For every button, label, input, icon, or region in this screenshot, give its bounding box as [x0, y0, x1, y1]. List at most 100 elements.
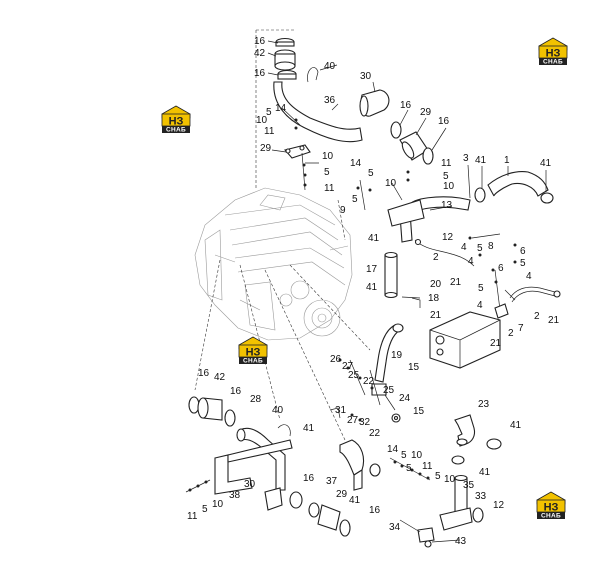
top-hose-assembly — [273, 37, 434, 211]
brand-logo-left: НЗ СНАБ — [161, 105, 191, 134]
brand-word-text: СНАБ — [166, 127, 186, 134]
callout-16: 16 — [369, 505, 381, 516]
callout-42: 42 — [254, 48, 266, 59]
callout-28: 28 — [250, 394, 262, 405]
callout-17: 17 — [366, 264, 378, 275]
callout-3: 3 — [463, 153, 469, 164]
callout-16: 16 — [303, 473, 315, 484]
callout-4: 4 — [477, 300, 483, 311]
callout-10: 10 — [256, 115, 268, 126]
lower-middle-assembly — [329, 358, 401, 423]
callout-5: 5 — [352, 194, 358, 205]
callout-4: 4 — [468, 256, 474, 267]
callout-40: 40 — [324, 61, 336, 72]
brand-mark-text: НЗ — [169, 116, 184, 128]
callout-34: 34 — [389, 522, 401, 533]
brand-mark-text: НЗ — [246, 347, 261, 359]
callout-16: 16 — [438, 116, 450, 127]
callout-31: 31 — [335, 405, 347, 416]
callout-15: 15 — [408, 362, 420, 373]
callout-29: 29 — [336, 489, 348, 500]
callout-16: 16 — [198, 368, 210, 379]
callout-30: 30 — [360, 71, 372, 82]
callout-4: 4 — [526, 271, 532, 282]
brand-mark-text: НЗ — [544, 502, 559, 514]
callout-6: 6 — [498, 263, 504, 274]
callout-21: 21 — [548, 315, 560, 326]
callout-23: 23 — [478, 399, 490, 410]
callout-24: 24 — [399, 393, 411, 404]
callout-27: 27 — [347, 415, 359, 426]
callout-10: 10 — [444, 474, 456, 485]
callout-5: 5 — [477, 243, 483, 254]
callout-18: 18 — [428, 293, 440, 304]
callout-41: 41 — [510, 420, 522, 431]
callout-11: 11 — [422, 461, 433, 472]
callout-10: 10 — [212, 499, 224, 510]
lower-right-assembly — [369, 414, 502, 548]
callout-41: 41 — [475, 155, 487, 166]
callout-14: 14 — [350, 158, 362, 169]
callout-14: 14 — [275, 103, 287, 114]
callout-37: 37 — [326, 476, 338, 487]
callout-5: 5 — [202, 504, 208, 515]
callout-5: 5 — [368, 168, 374, 179]
callout-29: 29 — [420, 107, 432, 118]
callout-13: 13 — [441, 200, 453, 211]
callout-6: 6 — [520, 246, 526, 257]
callout-10: 10 — [322, 151, 334, 162]
callout-9: 9 — [340, 205, 346, 216]
callout-22: 22 — [363, 376, 375, 387]
callout-5: 5 — [266, 107, 272, 118]
brand-logo-top: НЗ СНАБ — [538, 37, 568, 66]
callout-43: 43 — [455, 536, 467, 547]
callout-41: 41 — [349, 495, 361, 506]
callout-5: 5 — [443, 171, 449, 182]
callout-1: 1 — [504, 155, 510, 166]
callout-41: 41 — [368, 233, 380, 244]
callout-25: 25 — [383, 385, 395, 396]
callout-35: 35 — [463, 480, 475, 491]
callout-10: 10 — [411, 450, 423, 461]
callout-5: 5 — [478, 283, 484, 294]
callout-11: 11 — [264, 126, 275, 137]
callout-16: 16 — [254, 36, 266, 47]
brand-mark-text: НЗ — [546, 48, 561, 60]
callout-11: 11 — [324, 183, 335, 194]
callout-15: 15 — [413, 406, 425, 417]
callout-32: 32 — [359, 417, 371, 428]
callout-38: 38 — [229, 490, 241, 501]
callout-21: 21 — [450, 277, 462, 288]
callout-14: 14 — [387, 444, 399, 455]
callout-25: 25 — [348, 370, 360, 381]
callout-10: 10 — [385, 178, 397, 189]
callout-16: 16 — [400, 100, 412, 111]
callout-5: 5 — [406, 463, 412, 474]
callout-36: 36 — [324, 95, 336, 106]
brand-word-text: СНАБ — [543, 59, 563, 66]
callout-12: 12 — [493, 500, 505, 511]
callout-2: 2 — [433, 252, 439, 263]
callout-8: 8 — [488, 241, 494, 252]
callout-40: 40 — [272, 405, 284, 416]
callout-33: 33 — [475, 491, 487, 502]
callout-5: 5 — [401, 450, 407, 461]
callout-2: 2 — [534, 311, 540, 322]
brand-word-text: СНАБ — [541, 513, 561, 520]
callout-4: 4 — [461, 242, 467, 253]
brand-logo-center: НЗ СНАБ — [238, 336, 268, 365]
callout-5: 5 — [435, 471, 441, 482]
callout-41: 41 — [366, 282, 378, 293]
callout-11: 11 — [187, 511, 198, 522]
callout-16: 16 — [230, 386, 242, 397]
callout-21: 21 — [430, 310, 442, 321]
callout-41: 41 — [540, 158, 552, 169]
callout-11: 11 — [441, 158, 452, 169]
callout-19: 19 — [391, 350, 403, 361]
callout-pointers — [267, 40, 547, 543]
callout-21: 21 — [490, 338, 502, 349]
callout-labels: 16 42 16 40 30 36 14 5 10 11 16 29 16 29… — [187, 36, 560, 547]
lower-left-assembly — [185, 396, 365, 537]
callout-7: 7 — [518, 323, 524, 334]
